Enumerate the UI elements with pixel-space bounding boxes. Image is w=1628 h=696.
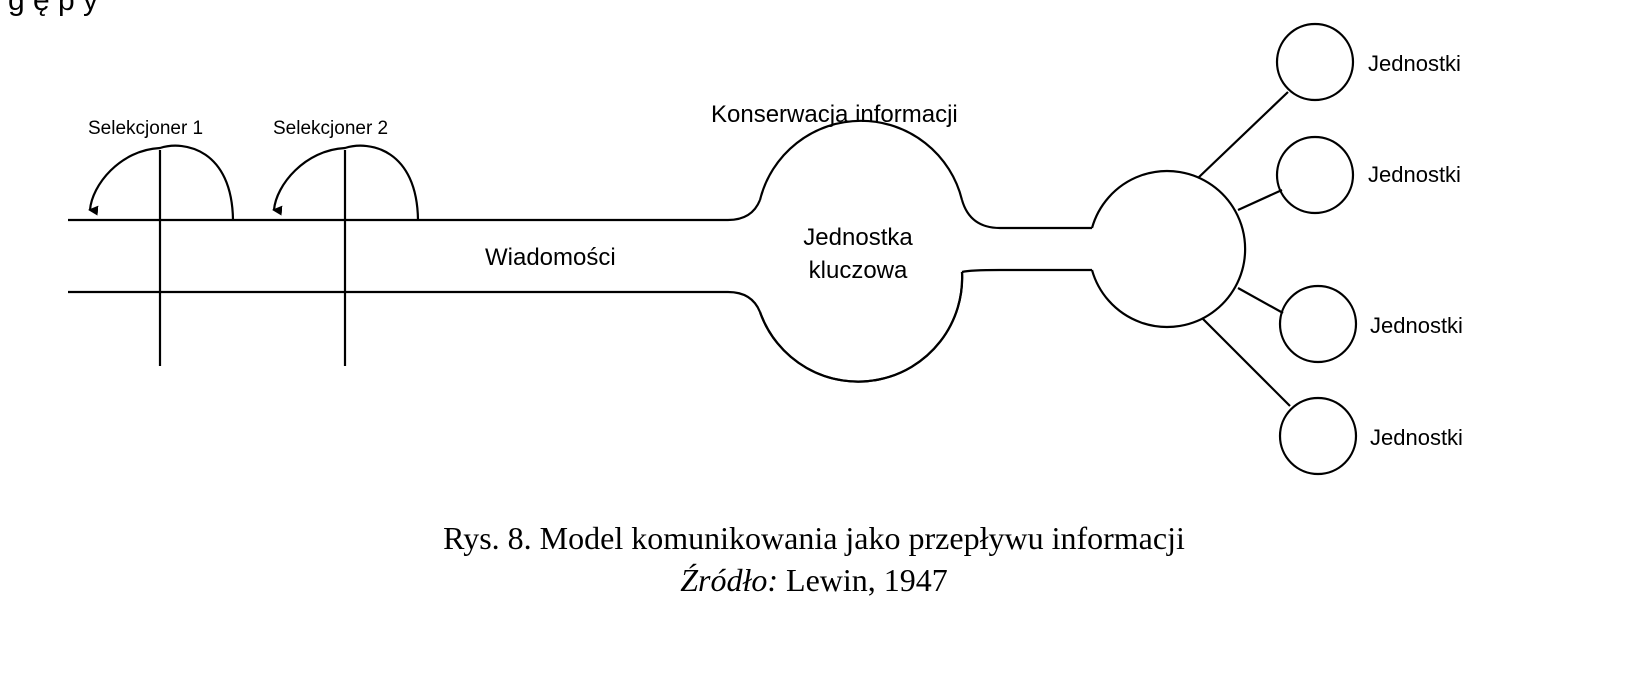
top-cut-text: g ę p y [8, 0, 98, 17]
source-value: Lewin, 1947 [786, 562, 948, 598]
source-label: Źródło: [680, 562, 779, 598]
unit-circle-1 [1275, 22, 1355, 102]
figure-title: Rys. 8. Model komunikowania jako przepły… [443, 520, 1185, 556]
messages-label: Wiadomości [485, 244, 616, 271]
spoke-3 [1237, 287, 1284, 314]
spoke-4 [1201, 317, 1291, 407]
channel-top-line [68, 199, 762, 222]
unit-label-4: Jednostki [1370, 425, 1463, 450]
hub-circle [1090, 169, 1247, 329]
selector-2-arrow [272, 144, 420, 221]
unit-circle-3 [1278, 284, 1358, 364]
channel-right-top-line [960, 199, 1092, 230]
hub-spokes [1197, 91, 1291, 407]
unit-circle-4 [1278, 396, 1358, 476]
selector-1-arrow [88, 144, 235, 221]
unit-label-1: Jednostki [1368, 51, 1461, 76]
spoke-1 [1197, 91, 1289, 179]
spoke-2 [1237, 188, 1283, 212]
key-unit-circle-bottom [758, 271, 964, 383]
channel-bottom-line [68, 290, 762, 313]
figure-source: Źródło: Lewin, 1947 [0, 562, 1628, 599]
unit-label-3: Jednostki [1370, 313, 1463, 338]
key-unit-label-line2: kluczowa [809, 257, 908, 284]
selector-2-label: Selekcjoner 2 [273, 118, 388, 139]
figure-caption: Rys. 8. Model komunikowania jako przepły… [0, 520, 1628, 557]
key-unit-circle [758, 119, 964, 383]
selector-1-label: Selekcjoner 1 [88, 118, 203, 139]
channel-right-bottom-line [961, 268, 1092, 274]
unit-circles [1275, 22, 1358, 476]
unit-circle-2 [1275, 135, 1355, 215]
unit-label-2: Jednostki [1368, 162, 1461, 187]
key-unit-label-line1: Jednostka [803, 224, 913, 251]
channel [68, 199, 1092, 313]
